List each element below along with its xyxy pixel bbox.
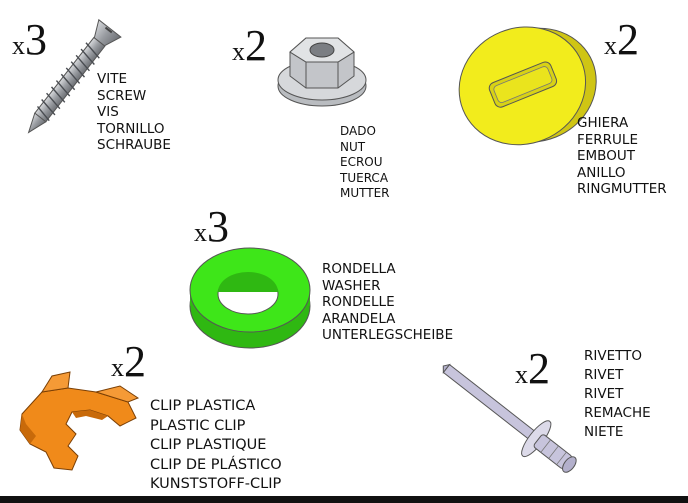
nut-quantity: x2: [232, 21, 267, 70]
screw-names: VITE SCREW VIS TORNILLO SCHRAUBE: [97, 71, 171, 153]
washer-names: RONDELLA WASHER RONDELLE ARANDELA UNTERL…: [322, 261, 454, 343]
nut-icon: [277, 37, 367, 107]
rivet-names: RIVETTO RIVET RIVET REMACHE NIETE: [584, 348, 651, 440]
screw-quantity: x3: [12, 15, 47, 64]
bottom-border: [0, 496, 688, 503]
washer-icon: [189, 247, 311, 349]
screw-icon: [27, 18, 122, 134]
washer-quantity: x3: [194, 202, 229, 251]
ferrule-icon: [458, 26, 597, 146]
plastic-clip-quantity: x2: [111, 337, 146, 386]
plastic-clip-names: CLIP PLASTICA PLASTIC CLIP CLIP PLASTIQU…: [150, 398, 282, 492]
ferrule-quantity: x2: [604, 15, 639, 64]
rivet-quantity: x2: [515, 344, 550, 393]
rivet-icon: [442, 363, 577, 473]
ferrule-names: GHIERA FERRULE EMBOUT ANILLO RINGMUTTER: [577, 115, 667, 197]
plastic-clip-icon: [19, 371, 140, 471]
nut-names: DADO NUT ECROU TUERCA MUTTER: [340, 124, 390, 200]
